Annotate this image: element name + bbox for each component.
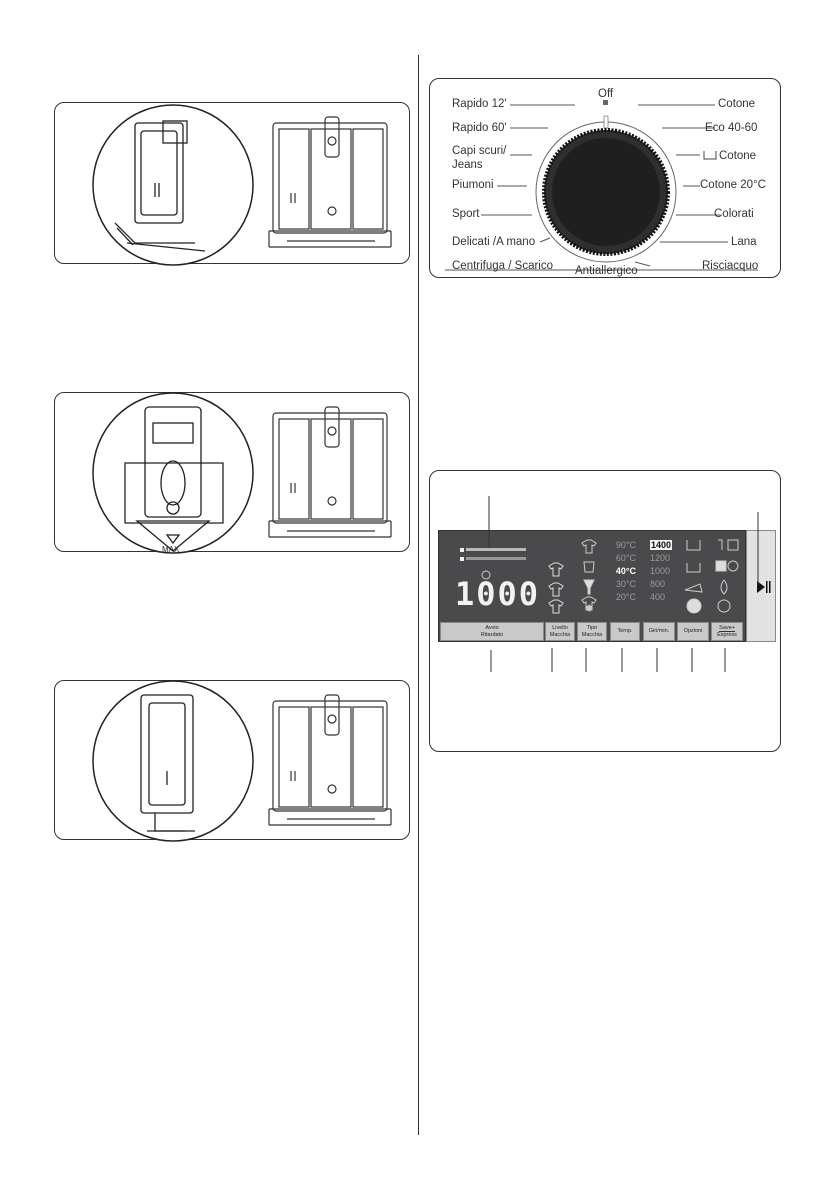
dial-label-cotone: Cotone [718, 98, 756, 110]
spin-800: 800 [650, 579, 666, 589]
temp-60: 60°C [615, 553, 636, 563]
stain-type-button[interactable]: Tipo Macchia [577, 622, 607, 641]
drawer-illustration-1 [92, 104, 392, 266]
max-label: MAX [162, 545, 180, 554]
button-label: Temp. [617, 628, 633, 635]
detergent-drawer-figure-2: MAX [54, 392, 410, 554]
delay-bar-indicators [460, 548, 526, 561]
dial-label-cotone-20: Cotone 20°C [700, 179, 766, 191]
temperature-list: 90°C 60°C 40°C 30°C 20°C [600, 540, 636, 610]
dial-label-rapido-12: Rapido 12' [452, 98, 507, 110]
program-dial-svg [445, 100, 758, 271]
dial-label-colorati: Colorati [714, 208, 754, 220]
stain-level-button[interactable]: Livello Macchia [545, 622, 575, 641]
spin-speed-list: 1400 1200 1000 800 400 [650, 540, 680, 610]
dial-label-risciacquo: Risciacquo [702, 260, 759, 272]
temperature-button[interactable]: Temp. [610, 622, 640, 641]
temp-30: 30°C [615, 579, 636, 589]
button-label: Macchia [581, 631, 603, 638]
dial-label-sport: Sport [452, 208, 480, 220]
dial-label-antiallergico: Antiallergico [575, 265, 638, 277]
drawer-drawing [268, 694, 392, 826]
option-icons [684, 539, 739, 614]
time-display: 1000 [455, 575, 541, 613]
delay-start-button[interactable]: Avvio Ritardato [440, 622, 544, 641]
button-label: Avvio [485, 625, 499, 632]
button-label: Ritardato [480, 631, 504, 638]
button-label: Save+ [719, 624, 735, 632]
dial-label-centrifuga: Centrifuga / Scarico [452, 260, 553, 272]
dial-label-rapido-60: Rapido 60' [452, 122, 507, 134]
play-pause-icon [757, 581, 771, 593]
dial-label-jeans: Jeans [452, 159, 483, 171]
dial-label-eco-40-60: Eco 40-60 [705, 122, 758, 134]
spin-1200: 1200 [650, 553, 671, 563]
button-label: Giri/min. [648, 628, 670, 635]
off-indicator [603, 100, 608, 105]
detergent-drawer-figure-3 [54, 680, 410, 842]
svg-text:✻: ✻ [586, 604, 593, 613]
spin-1400-selected: 1400 [650, 540, 673, 550]
drawer-illustration-2: MAX [92, 392, 392, 554]
drawer-drawing [268, 406, 392, 538]
spin-speed-button[interactable]: Giri/min. [643, 622, 675, 641]
options-button[interactable]: Opzioni [677, 622, 709, 641]
dial-label-off: Off [598, 88, 614, 100]
button-label: Express [717, 632, 737, 638]
stain-level-icons [548, 562, 564, 614]
dial-label-cotone-tub: Cotone [719, 150, 757, 162]
start-pause-button[interactable] [746, 530, 776, 642]
temp-40-selected: 40°C [615, 566, 636, 576]
control-panel-svg: ✻ [460, 496, 759, 672]
save-express-button[interactable]: Save+ Express [711, 622, 743, 641]
stain-type-icons: ✻ [581, 539, 597, 614]
spin-400: 400 [650, 592, 666, 602]
column-divider [418, 55, 419, 1135]
button-label: Opzioni [683, 628, 703, 635]
drawer-illustration-3 [92, 680, 392, 842]
temp-20: 20°C [615, 592, 636, 602]
temp-90: 90°C [615, 540, 636, 550]
dial-label-piumoni: Piumoni [452, 179, 494, 191]
dial-label-lana: Lana [731, 236, 757, 248]
spin-1000: 1000 [650, 566, 671, 576]
button-label: Livello [552, 625, 568, 632]
clock-icon [481, 570, 491, 580]
dial-label-capi-scuri: Capi scuri/ [452, 145, 507, 157]
drawer-drawing [268, 116, 392, 248]
dial-label-delicati: Delicati /A mano [452, 236, 536, 248]
tub-icon [703, 151, 717, 160]
button-label: Tipo [586, 625, 598, 632]
detergent-drawer-figure-1 [54, 102, 410, 266]
button-label: Macchia [549, 631, 571, 638]
